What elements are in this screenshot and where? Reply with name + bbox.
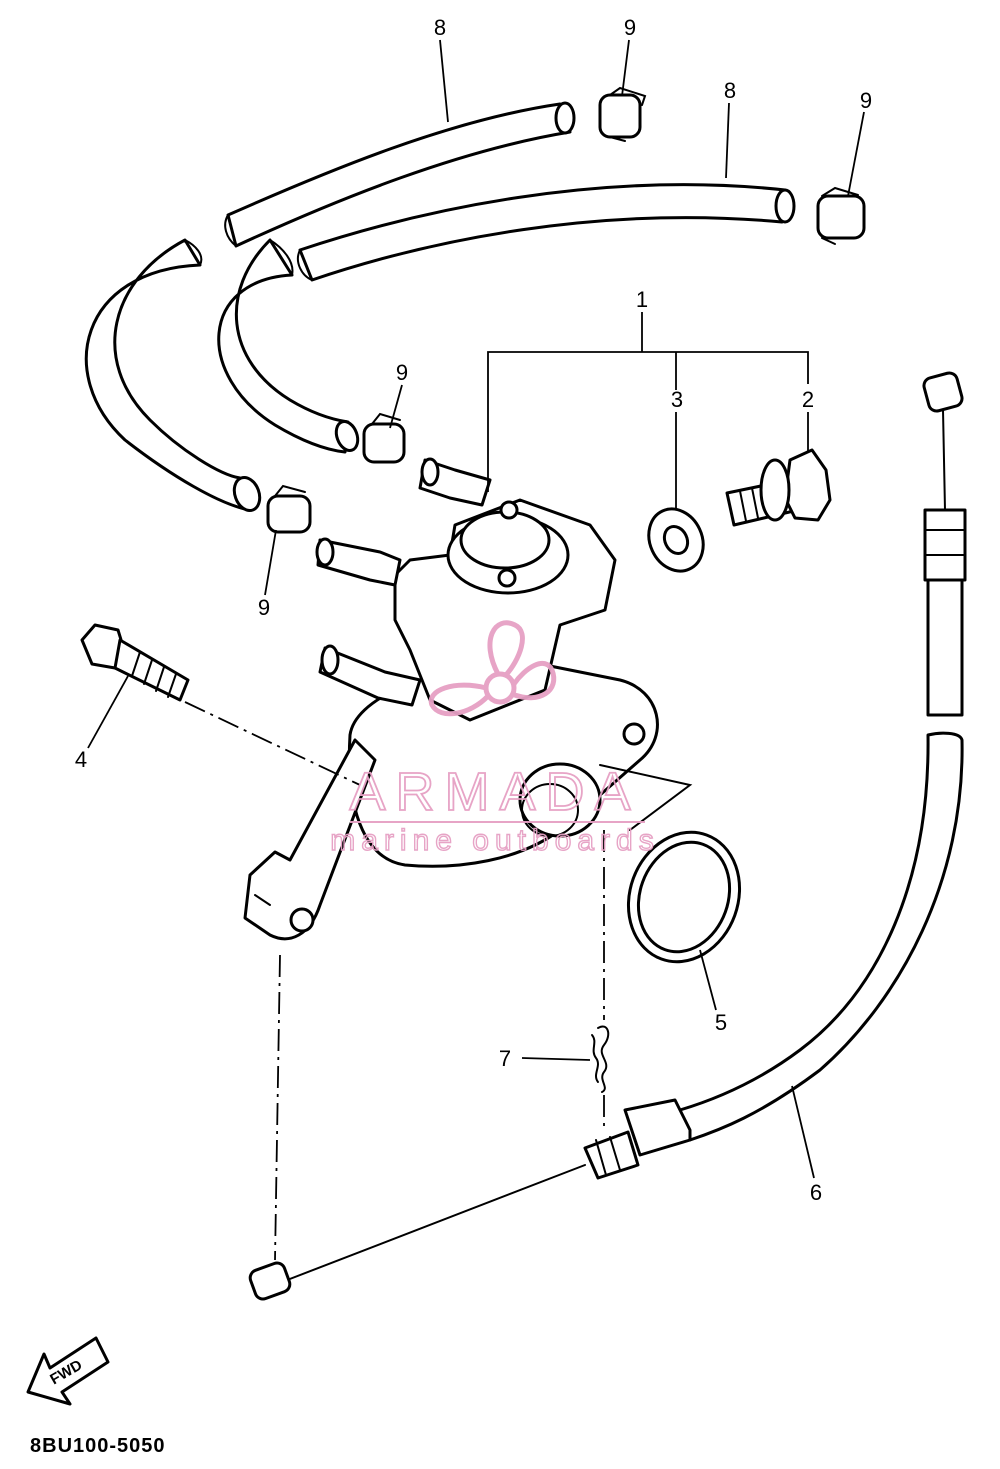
callout-9-top: 9	[624, 15, 636, 40]
fuel-hose-upper	[224, 101, 576, 248]
armada-watermark: ARMADA marine outboards	[330, 620, 659, 858]
callout-labels: 8 9 8 9 1 3 2 9 9 4 5 7 6	[75, 15, 872, 1205]
callout-8-lower: 8	[724, 78, 736, 103]
hose-clip-right	[816, 186, 866, 245]
callout-3: 3	[671, 387, 683, 412]
hose-clip-middle	[362, 412, 406, 464]
watermark-brand: ARMADA	[349, 762, 640, 822]
callout-1: 1	[636, 287, 648, 312]
callout-9-middle: 9	[396, 360, 408, 385]
fuel-pump-assembly	[243, 457, 693, 941]
callout-8-upper: 8	[434, 15, 446, 40]
watermark-logo-icon	[428, 620, 557, 717]
callout-9-left: 9	[258, 595, 270, 620]
callout-7: 7	[499, 1046, 511, 1071]
drawing-code: 8BU100-5050	[30, 1435, 166, 1457]
alignment-lines	[184, 701, 605, 1261]
callout-6: 6	[810, 1180, 822, 1205]
watermark-tagline: marine outboards	[330, 824, 659, 857]
fuel-hose-lower	[296, 183, 796, 282]
fuel-hose-left-long	[84, 238, 262, 512]
callout-5: 5	[715, 1010, 727, 1035]
callout-9-right: 9	[860, 88, 872, 113]
callout-2: 2	[802, 387, 814, 412]
hose-clip-left	[266, 484, 312, 534]
fwd-arrow-icon: FWD	[26, 1336, 110, 1406]
o-ring	[626, 830, 742, 964]
callout-4: 4	[75, 747, 87, 772]
cotter-clip	[591, 1025, 610, 1093]
hose-clip-top	[598, 86, 647, 142]
fuel-hose-left-short	[217, 238, 360, 454]
washer	[647, 507, 705, 573]
bolt	[80, 623, 190, 702]
union-bolt	[725, 448, 832, 527]
throttle-cable	[248, 371, 967, 1301]
leader-lines	[87, 39, 865, 1179]
